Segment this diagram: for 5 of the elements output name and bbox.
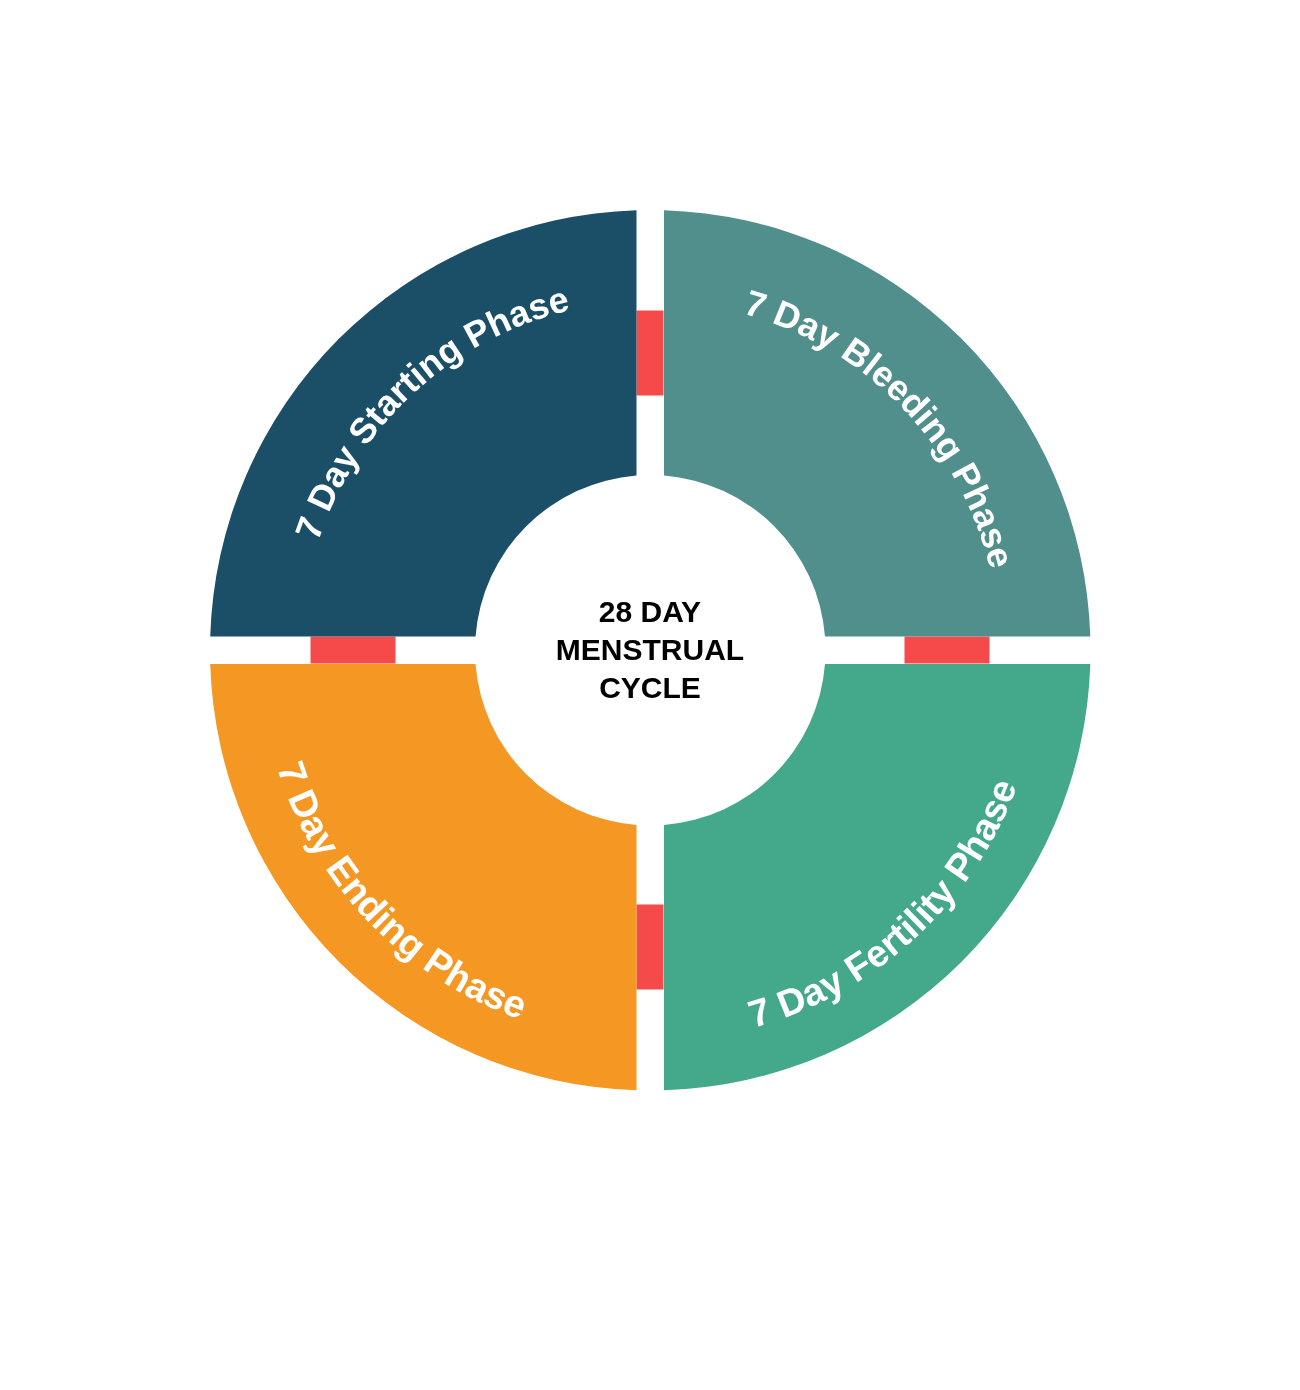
connector-bar [636,310,664,396]
connector-bar [904,636,990,664]
connector-bar [636,904,664,990]
cycle-title: 28 DAY MENSTRUAL CYCLE [554,594,746,706]
connector-bar [310,636,396,664]
